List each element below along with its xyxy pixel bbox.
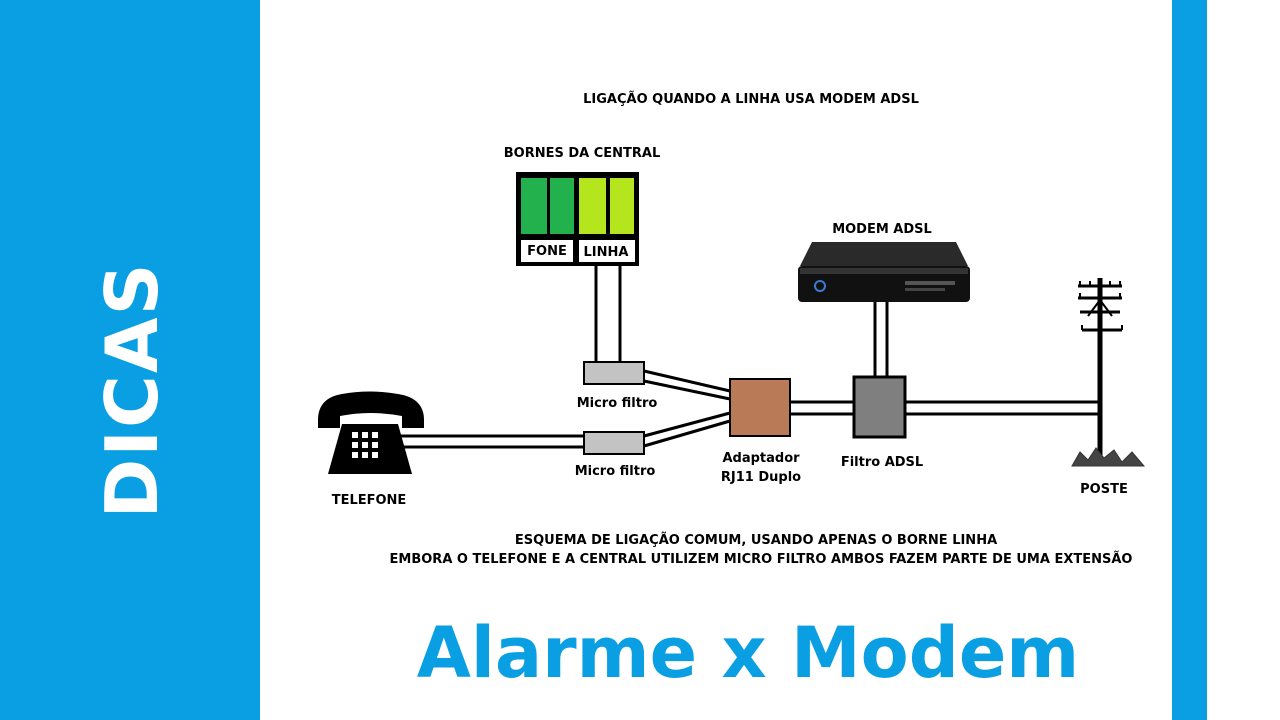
adsl-filter-label: Filtro ADSL — [840, 455, 924, 470]
diagram-title: LIGAÇÃO QUANDO A LINHA USA MODEM ADSL — [583, 92, 919, 107]
borne-linha-2 — [610, 178, 634, 234]
left-brand-bar — [0, 0, 260, 720]
borne-fone-2 — [550, 178, 574, 234]
terminal-linha-label: LINHA — [583, 245, 629, 260]
rj11-adapter — [729, 378, 791, 437]
central-label: BORNES DA CENTRAL — [503, 146, 661, 161]
pole-label: POSTE — [1080, 482, 1128, 497]
telephone-label: TELEFONE — [331, 493, 407, 508]
adsl-filter — [852, 375, 907, 439]
terminal-fone-label: FONE — [527, 244, 567, 259]
borne-fone-1 — [521, 178, 547, 234]
modem-label: MODEM ADSL — [832, 222, 932, 237]
modem-device — [798, 242, 970, 302]
micro-filter-bottom-label: Micro filtro — [574, 464, 656, 479]
modem-power-icon — [814, 280, 826, 292]
micro-filter-bottom — [583, 431, 645, 455]
footer-title: Alarme x Modem — [416, 612, 1080, 694]
right-brand-bar — [1172, 0, 1207, 720]
micro-filter-top — [583, 361, 645, 385]
telephone-icon — [318, 391, 424, 474]
utility-pole-icon — [1071, 278, 1146, 467]
wires — [400, 266, 1098, 449]
adapter-label-line2: RJ11 Duplo — [720, 470, 802, 485]
micro-filter-top-label: Micro filtro — [576, 396, 658, 411]
note-line-2: EMBORA O TELEFONE E A CENTRAL UTILIZEM M… — [389, 552, 1133, 567]
note-line-1: ESQUEMA DE LIGAÇÃO COMUM, USANDO APENAS … — [514, 533, 998, 548]
central-terminal-block — [516, 172, 639, 266]
adapter-label-line1: Adaptador — [722, 451, 800, 466]
borne-linha-1 — [579, 178, 606, 234]
